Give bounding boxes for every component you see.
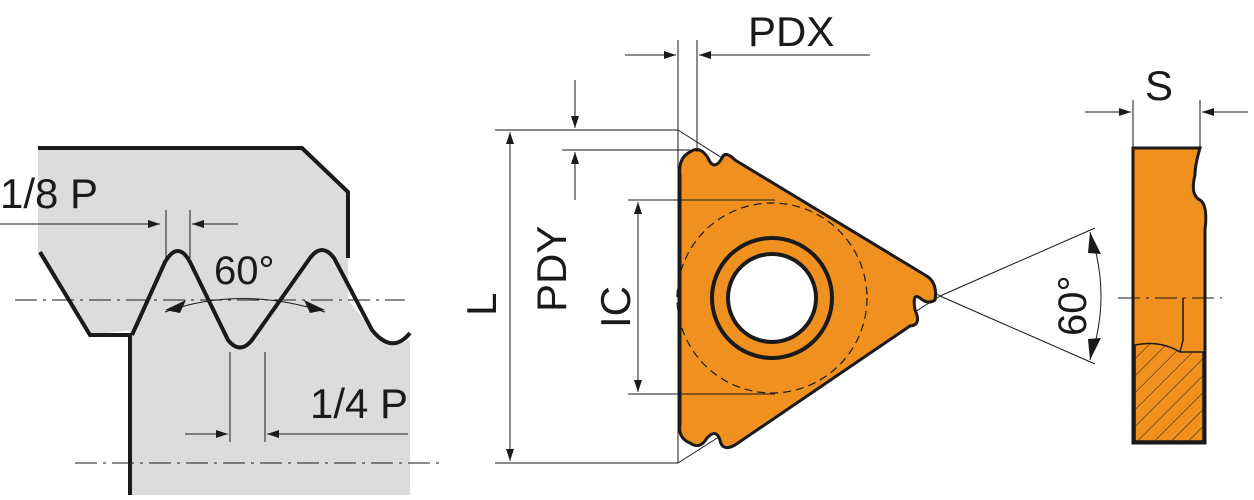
thread-profile-view: 1/8 P 60° 1/4 P: [0, 146, 440, 495]
l-label: L: [458, 293, 505, 316]
insert-top-view: PDX PDY IC L 60°: [458, 8, 1102, 464]
ic-label: IC: [592, 286, 639, 328]
inscribed-circle: [676, 202, 868, 394]
eighth-pitch-label: 1/8 P: [0, 170, 98, 217]
insert-angle-label: 60°: [1051, 276, 1095, 337]
insert-hole-inner: [726, 252, 818, 344]
pdy-label: PDY: [528, 226, 575, 312]
angle-arrow-right: [304, 300, 325, 313]
thread-angle-label: 60°: [214, 249, 275, 293]
side-view-section: [1134, 342, 1204, 442]
pdx-label: PDX: [748, 8, 834, 55]
insert-angle-arrow-bottom: [1088, 338, 1101, 360]
insert-side-view: S: [1085, 62, 1248, 445]
angle-arrow-left: [165, 300, 186, 313]
s-label: S: [1145, 62, 1173, 109]
quarter-pitch-label: 1/4 P: [310, 380, 408, 427]
insert-hole-outer: [710, 236, 834, 360]
workpiece-upper: [38, 148, 348, 345]
workpiece-lower: [130, 248, 410, 495]
insert-angle-arrow-top: [1088, 232, 1101, 254]
